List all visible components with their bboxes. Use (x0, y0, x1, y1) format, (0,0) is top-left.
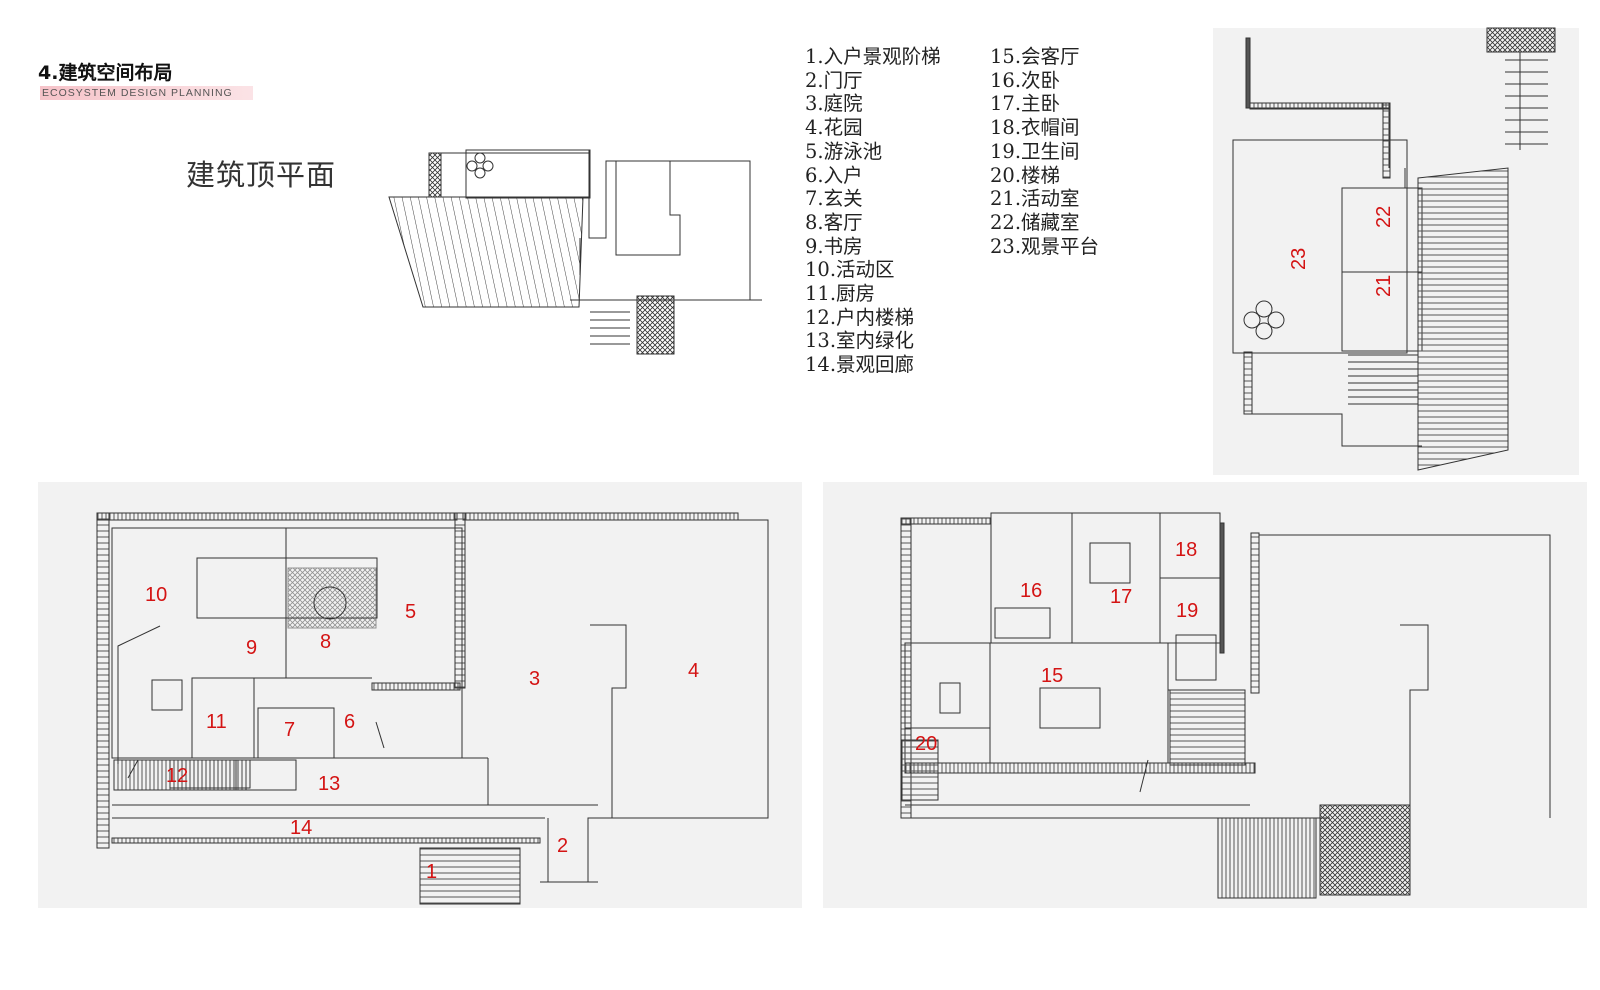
room-label-15: 15 (1041, 665, 1063, 687)
legend-item: 20.楼梯 (990, 163, 1061, 187)
room-label-17: 17 (1110, 586, 1132, 608)
legend-right-column: 15.会客厅 16.次卧 17.主卧 18.衣帽间 19.卫生间 20.楼梯 2… (990, 45, 1099, 258)
room-label-7: 7 (284, 719, 295, 741)
legend-item: 3.庭院 (805, 92, 863, 116)
page-heading: 4.建筑空间布局 (38, 62, 173, 84)
legend-item: 17.主卧 (990, 92, 1061, 116)
page-subheading: ECOSYSTEM DESIGN PLANNING (40, 86, 253, 100)
room-label-11: 11 (206, 711, 227, 733)
room-label-14: 14 (290, 817, 312, 839)
room-label-19: 19 (1176, 600, 1198, 622)
legend-item: 11.厨房 (805, 282, 876, 306)
room-label-6: 6 (344, 711, 355, 733)
legend-item: 18.衣帽间 (990, 116, 1080, 140)
legend-item: 22.储藏室 (990, 210, 1080, 234)
legend-item: 16.次卧 (990, 68, 1061, 92)
legend-item: 14.景观回廊 (805, 353, 915, 377)
legend-item: 7.玄关 (805, 187, 863, 211)
room-label-20: 20 (915, 733, 937, 755)
legend-item: 23.观景平台 (990, 234, 1100, 258)
legend-item: 19.卫生间 (990, 139, 1080, 163)
legend-item: 15.会客厅 (990, 45, 1080, 68)
legend-item: 12.户内楼梯 (805, 305, 915, 329)
room-label-22: 22 (1373, 206, 1395, 228)
room-label-3: 3 (529, 668, 540, 690)
legend-item: 21.活动室 (990, 187, 1080, 211)
room-label-4: 4 (688, 660, 699, 682)
roof-plan-title: 建筑顶平面 (186, 158, 337, 192)
room-label-9: 9 (246, 637, 257, 659)
room-label-21: 21 (1373, 275, 1395, 297)
legend-item: 10.活动区 (805, 258, 895, 282)
room-label-16: 16 (1020, 580, 1042, 602)
room-label-1: 1 (426, 861, 437, 883)
legend-item: 6.入户 (805, 163, 863, 187)
room-label-5: 5 (405, 601, 416, 623)
legend-item: 4.花园 (805, 116, 863, 140)
room-label-13: 13 (318, 773, 340, 795)
room-label-12: 12 (166, 765, 188, 787)
legend-item: 13.室内绿化 (805, 329, 915, 353)
room-label-2: 2 (557, 835, 568, 857)
room-label-10: 10 (145, 584, 167, 606)
legend-item: 2.门厅 (805, 68, 863, 92)
room-label-23: 23 (1288, 248, 1310, 270)
room-label-18: 18 (1175, 539, 1197, 561)
legend-item: 8.客厅 (805, 210, 863, 234)
room-label-8: 8 (320, 631, 331, 653)
legend-item: 5.游泳池 (805, 139, 883, 163)
ground-floor-panel (38, 482, 802, 908)
legend-left-column: 1.入户景观阶梯 2.门厅 3.庭院 4.花园 5.游泳池 6.入户 7.玄关 … (805, 45, 941, 377)
legend-item: 9.书房 (805, 234, 863, 258)
legend-item: 1.入户景观阶梯 (805, 45, 941, 68)
